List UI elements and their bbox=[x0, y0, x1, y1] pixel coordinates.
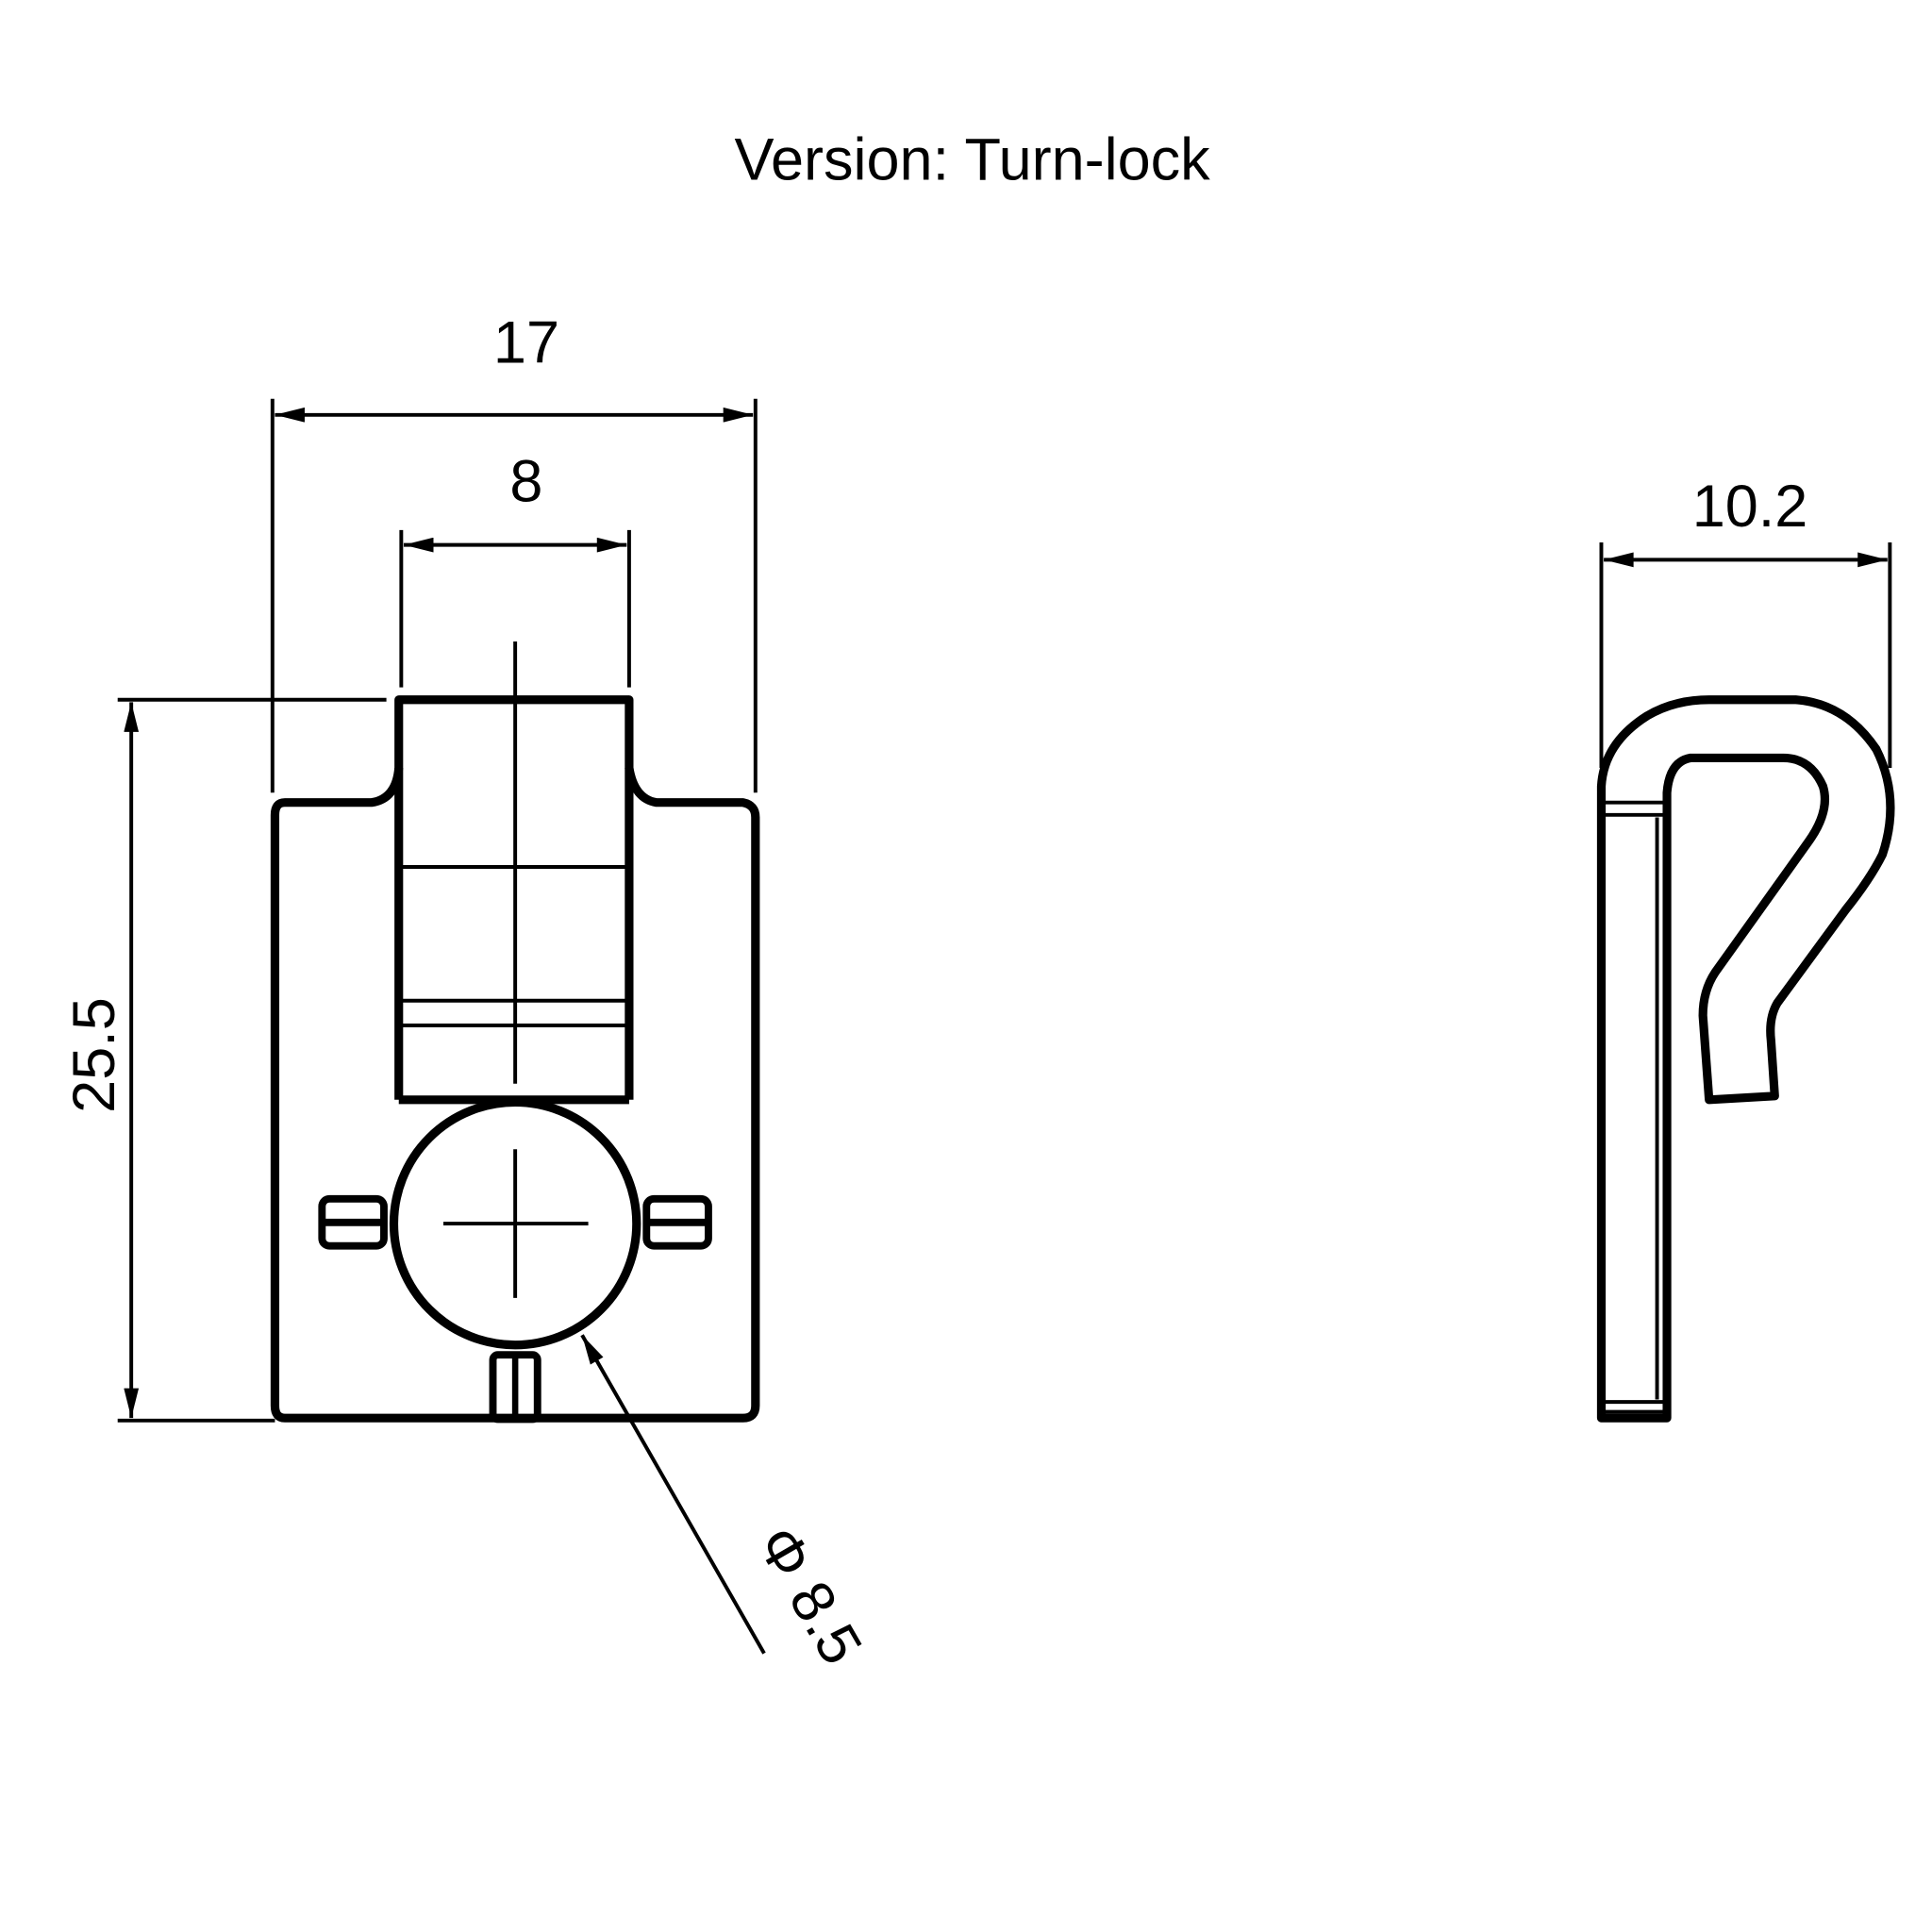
dimension-side-depth: 10.2 bbox=[1599, 474, 1892, 768]
side-view bbox=[1596, 695, 1895, 1423]
drawing-title: Version: Turn-lock bbox=[734, 126, 1210, 192]
dimension-label-25-5: 25.5 bbox=[61, 997, 127, 1113]
dimension-label-17: 17 bbox=[493, 310, 559, 376]
dimension-label-10-2: 10.2 bbox=[1692, 474, 1808, 540]
dimension-slot-width: 8 bbox=[399, 449, 631, 688]
turn-knob bbox=[389, 1097, 641, 1350]
dimension-diameter: Φ 8.5 bbox=[580, 1334, 874, 1675]
dimension-height: 25.5 bbox=[61, 697, 387, 1423]
front-view bbox=[270, 641, 760, 1424]
dimension-label-8: 8 bbox=[509, 449, 542, 515]
dimension-overall-width: 17 bbox=[270, 310, 758, 793]
